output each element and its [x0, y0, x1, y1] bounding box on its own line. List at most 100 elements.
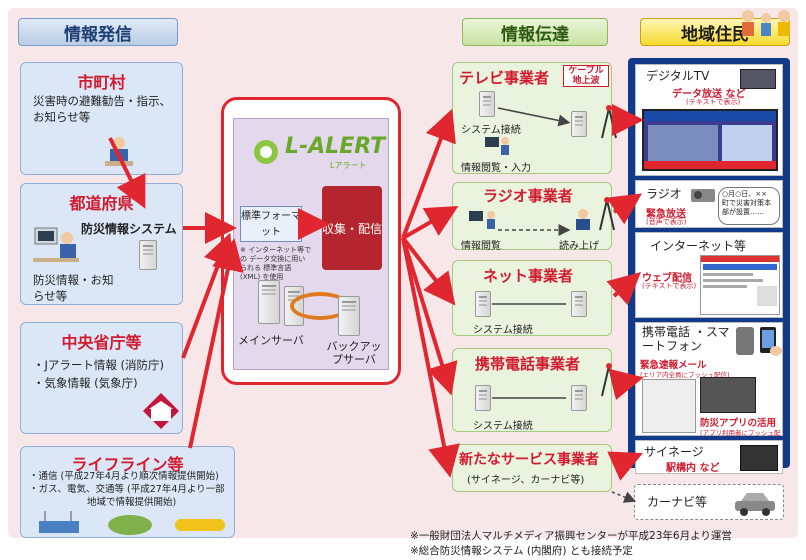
phone-screen-mail-icon [642, 379, 696, 433]
radio-note: 緊急放送 [646, 209, 686, 220]
radio-title: ラジオ [646, 187, 682, 201]
header-information-sending: 情報発信 [18, 18, 178, 46]
format-note: ※ インターネット等での データ交換に用いられる 標準言語 (XML) を使用 [240, 246, 312, 281]
main-server-icon [258, 280, 280, 324]
mobile-label-system: システム接続 [473, 421, 533, 432]
mobile-server-icon-2 [571, 385, 587, 411]
mobile-note-app: 防災アプリの活用 [700, 418, 777, 429]
car-icon [733, 489, 777, 517]
arrow-lalert-to-radio [401, 205, 459, 240]
lifeline-line1: ・通信 (平成27年4月より順次情報提供開始) [29, 471, 219, 482]
resident-digital-tv: デジタルTV データ放送 など (テキストで表示) [635, 64, 783, 176]
signage-note: 駅構内 など [666, 463, 720, 474]
arrow-net-to-resident [606, 272, 641, 306]
digital-tv-note: データ放送 など [672, 89, 746, 100]
digital-tv-title: デジタルTV [646, 69, 710, 83]
backup-server-label: バックアップサーバ [326, 340, 382, 366]
disaster-system-label: 防災情報システム [81, 222, 177, 236]
internet-title: インターネット等 [650, 239, 747, 253]
backup-server-icon [338, 296, 360, 336]
lalert-logo-icon [252, 138, 280, 166]
mobile-note-mail-sub: (エリア内全員にプッシュ配信) [640, 371, 730, 379]
municipality-title: 市町村 [77, 73, 126, 92]
signage-title: サイネージ [644, 445, 704, 459]
radio-label-read: 読み上げ [559, 241, 599, 252]
phone-screen-app-icon [700, 377, 756, 413]
mobile-title: 携帯電話 ・スマートフォン [642, 325, 730, 353]
mobile-server-icon-1 [475, 385, 491, 411]
radio-carrier-title: ラジオ事業者 [483, 187, 573, 205]
radio-device-icon [690, 185, 716, 203]
tv-server-icon-2 [571, 111, 587, 137]
municipality-desc: 災害時の避難勧告・指示、お知らせ等 [33, 94, 171, 124]
arrow-lifeline-to-lalert [188, 238, 244, 449]
mobile-carrier-title: 携帯電話事業者 [475, 355, 581, 373]
internet-note-sub: (テキストで表示) [642, 282, 697, 290]
smartphone-hand-icon [756, 325, 782, 357]
carrier-new-service: 新たなサービス事業者 (サイネージ、カーナビ等) [452, 444, 612, 492]
operator-icon [33, 224, 79, 264]
radio-operator-icon [467, 207, 497, 231]
tv-label-input: 情報閲覧・入力 [461, 163, 531, 174]
arrow-lalert-to-tv [401, 108, 456, 239]
source-municipality: 市町村 災害時の避難勧告・指示、お知らせ等 [20, 62, 183, 175]
net-carrier-title: ネット事業者 [483, 267, 574, 285]
central-item-weather: ・気象情報 (気象庁) [33, 376, 138, 390]
tv-operator-icon [483, 135, 511, 157]
tv-carrier-tag: ケーブル 地上波 [563, 65, 609, 87]
source-lifeline: ライフライン等 ・通信 (平成27年4月より順次情報提供開始) ・ガス、電気、交… [20, 446, 235, 538]
tv-carrier-title: テレビ事業者 [459, 69, 550, 87]
source-central-government: 中央省庁等 ・Jアラート情報 (消防庁) ・気象情報 (気象庁) [20, 322, 183, 434]
radio-label-view: 情報閲覧 [461, 241, 501, 252]
announcer-icon [571, 207, 595, 231]
digital-tv-note-sub: (テキストで表示) [686, 98, 741, 106]
infrastructure-icons [35, 509, 230, 537]
carrier-net: ネット事業者 システム接続 [452, 260, 612, 336]
source-prefecture: 都道府県 防災情報システム 防災情報・お知らせ等 [20, 183, 183, 305]
resident-carnavi: カーナビ等 [634, 484, 784, 520]
net-label-system: システム接続 [473, 325, 533, 336]
radio-note-sub: (音声で表示) [646, 218, 687, 226]
lifeline-line2: ・ガス、電気、交通等 (平成27年4月より一部 [29, 484, 225, 495]
carnavi-title: カーナビ等 [647, 495, 708, 509]
lifeline-line3: 地域で情報提供開始) [87, 497, 177, 508]
arrow-lalert-to-mobile [401, 237, 458, 396]
web-page-icon [700, 255, 780, 315]
residents-illustration [738, 6, 798, 38]
arrow-new-to-signage [607, 451, 643, 481]
arrow-mobile-to-resident [609, 368, 644, 400]
carrier-mobile: 携帯電話事業者 システム接続 [452, 348, 612, 432]
feature-phone-icon [736, 327, 754, 355]
signage-display-icon [740, 445, 778, 471]
central-government-title: 中央省庁等 [61, 333, 142, 352]
government-building-icon [141, 391, 181, 431]
tv-thumbnail-icon [740, 69, 776, 89]
prefecture-server-icon [139, 240, 157, 270]
footnote-2: ※総合防災情報システム (内閣府) とも接続予定 [410, 545, 633, 557]
net-server-icon-2 [571, 291, 587, 317]
arrow-radio-to-resident [606, 193, 642, 225]
radio-speech-bubble: ○月○日、×× 町で災害対策本 部が設置…… [718, 187, 780, 225]
arrow-municipality-to-prefecture [108, 137, 146, 209]
mobile-note-mail: 緊急速報メール [640, 360, 707, 371]
tv-screen-icon [642, 109, 778, 171]
main-server-label: メインサーバ [238, 334, 304, 347]
new-service-sub: (サイネージ、カーナビ等) [467, 475, 585, 486]
prefecture-desc: 防災情報・お知らせ等 [33, 273, 114, 303]
footnote-1: ※一般財団法人マルチメディア振興センターが平成23年6月より運営 [410, 530, 732, 542]
collect-distribute-box: 収集・配信 [322, 186, 382, 270]
internet-note: ウェブ配信 [642, 273, 692, 284]
central-item-jalert: ・Jアラート情報 (消防庁) [33, 358, 165, 372]
resident-mobile: 携帯電話 ・スマートフォン 緊急速報メール (エリア内全員にプッシュ配信) 防災… [635, 322, 783, 447]
resident-radio: ラジオ 緊急放送 (音声で表示) ○月○日、×× 町で災害対策本 部が設置…… [635, 180, 783, 228]
lalert-logo-sub: Lアラート [330, 161, 367, 170]
lalert-logo: L-ALERT [285, 134, 386, 159]
tv-server-icon-1 [479, 91, 495, 117]
lifeline-title: ライフライン等 [71, 455, 184, 474]
net-server-icon-1 [475, 291, 491, 317]
header-information-transmission: 情報伝達 [462, 18, 608, 46]
standard-format-box: 標準フォーマット [240, 206, 302, 242]
arrow-lalert-to-net [401, 236, 456, 306]
arrow-lalert-to-new [401, 237, 460, 478]
